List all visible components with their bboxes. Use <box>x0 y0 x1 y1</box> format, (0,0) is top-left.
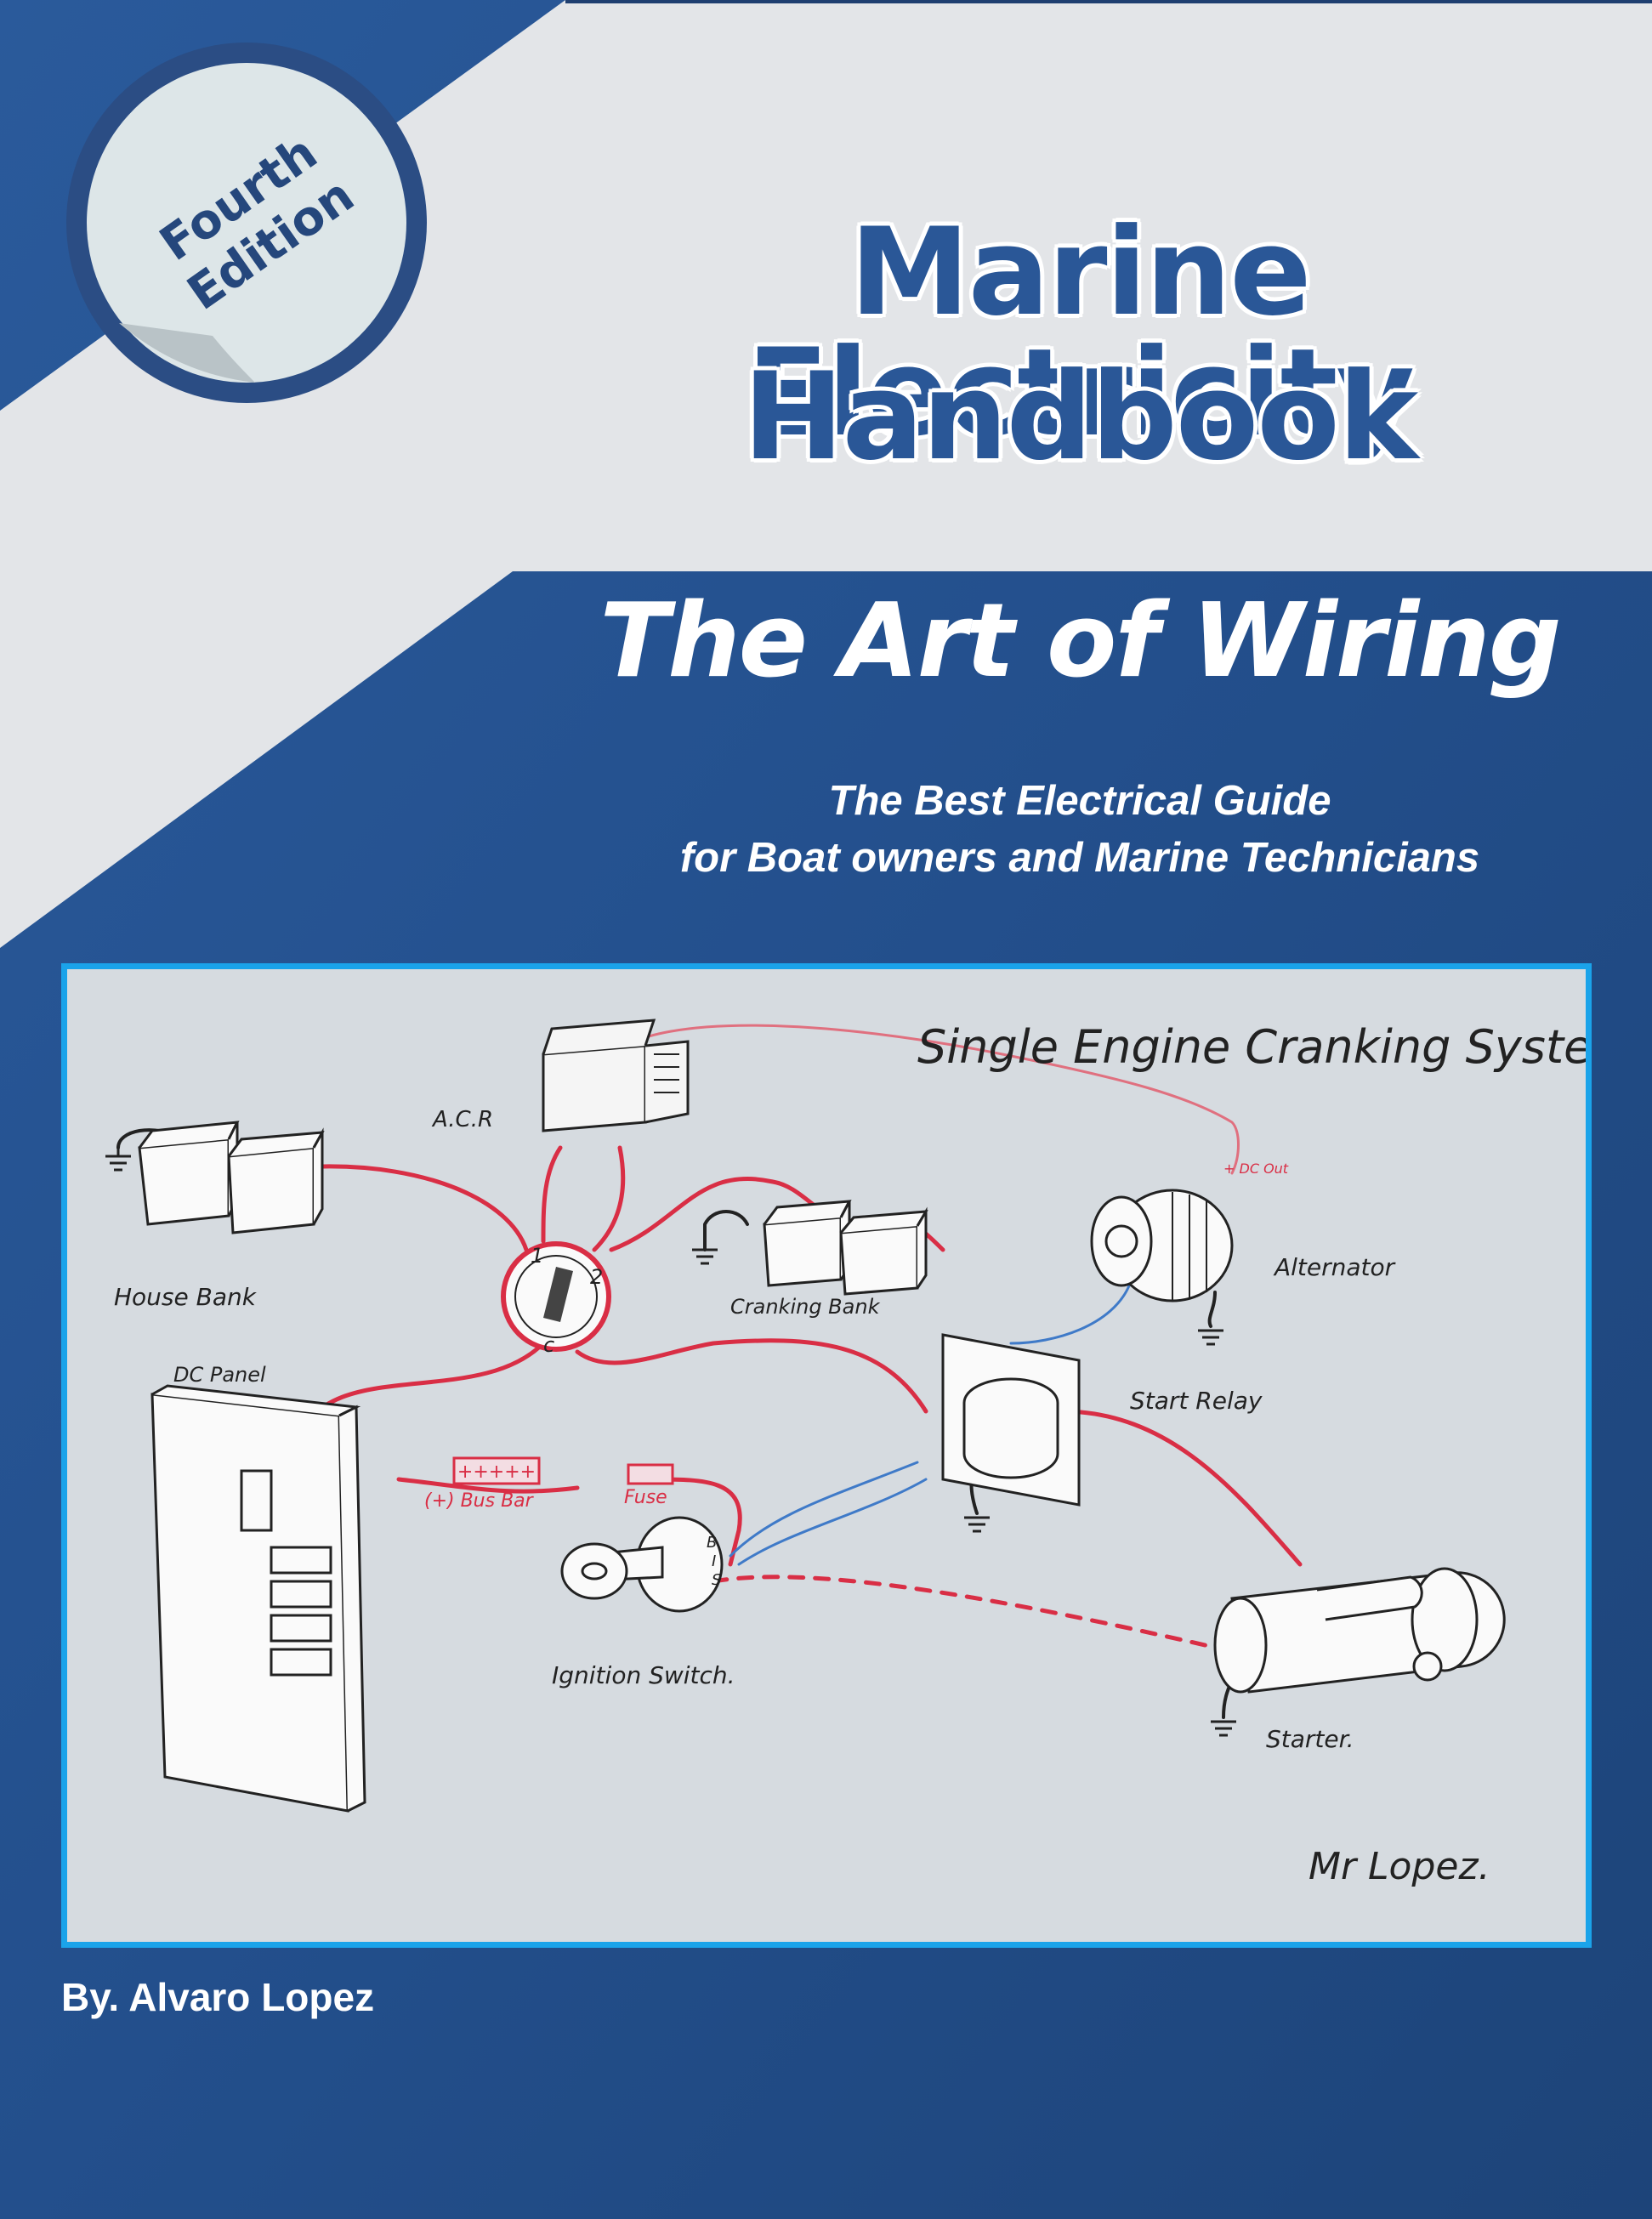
label-ign-b: B <box>707 1534 717 1552</box>
acr-unit <box>542 1019 690 1132</box>
svg-text:+++++: +++++ <box>457 1461 536 1483</box>
house-bank-batteries <box>138 1121 325 1234</box>
label-alternator-output: + DC Out <box>1223 1161 1289 1177</box>
tagline-line-1: The Best Electrical Guide <box>828 778 1331 824</box>
cranking-bank-batteries <box>763 1200 928 1296</box>
starter-signal-wire <box>711 1575 1226 1652</box>
start-relay <box>941 1333 1081 1507</box>
diagram-heading: Single Engine Cranking System <box>917 1020 1586 1074</box>
label-switch-c: c <box>543 1333 554 1357</box>
label-starter: Starter. <box>1266 1725 1354 1753</box>
starter-motor <box>1213 1567 1506 1694</box>
author-name: By. Alvaro Lopez <box>61 1975 375 2019</box>
artist-signature: Mr Lopez. <box>1309 1845 1490 1888</box>
dc-panel <box>150 1384 366 1813</box>
wiring-diagram-illustration: +++++ <box>61 963 1592 1948</box>
ground-symbols <box>105 1148 1236 1737</box>
label-alternator: Alternator <box>1273 1253 1396 1281</box>
book-title-line-2: Handbook <box>742 347 1419 487</box>
label-ignition-switch: Ignition Switch. <box>552 1661 735 1689</box>
fuse <box>627 1463 674 1485</box>
wiring-diagram-drawing: +++++ <box>105 1019 1586 1888</box>
bus-bar: +++++ <box>452 1456 541 1485</box>
label-acr: A.C.R <box>431 1107 493 1132</box>
label-switch-1: 1 <box>531 1244 543 1268</box>
badge-disc <box>87 63 406 383</box>
label-switch-2: 2 <box>590 1265 603 1289</box>
label-fuse: Fuse <box>624 1487 667 1508</box>
label-ign-s: S <box>712 1571 721 1589</box>
tagline-line-2: for Boat owners and Marine Technicians <box>679 835 1480 881</box>
book-title-line-1: Marine Electricity <box>746 202 1415 463</box>
label-bus-bar: (+) Bus Bar <box>424 1490 535 1512</box>
blue-wires <box>729 1282 1132 1566</box>
alternator <box>1090 1189 1234 1302</box>
battery-switch <box>501 1241 611 1352</box>
label-start-relay: Start Relay <box>1130 1387 1263 1415</box>
label-house-bank: House Bank <box>114 1283 258 1311</box>
ignition-switch <box>560 1516 724 1613</box>
label-ign-i: I <box>712 1552 716 1570</box>
label-dc-panel: DC Panel <box>173 1363 266 1387</box>
label-cranking-bank: Cranking Bank <box>730 1295 881 1319</box>
book-subtitle: The Art of Wiring <box>599 582 1561 701</box>
